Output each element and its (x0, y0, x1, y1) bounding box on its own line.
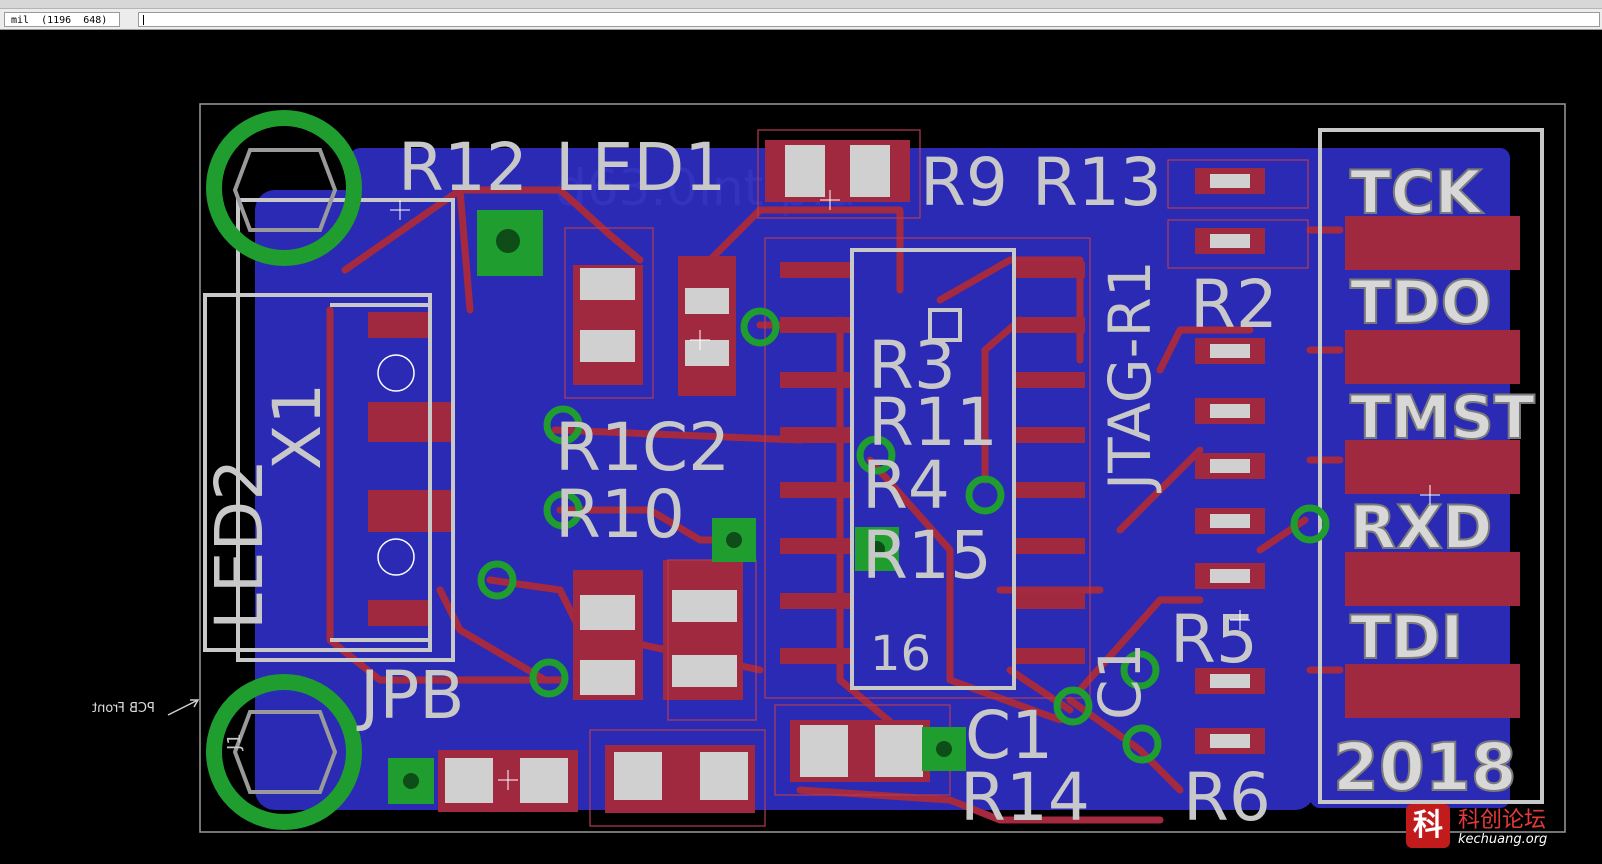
label-r4: R4 (862, 447, 950, 524)
watermark-logo-icon: 科 (1406, 804, 1450, 848)
text-caret (143, 15, 144, 25)
label-r5: R5 (1170, 601, 1258, 678)
label-r13: R13 (1032, 144, 1162, 221)
label-j1: J1 (224, 733, 245, 751)
watermark-chinese: 科创论坛 (1458, 808, 1547, 833)
label-r1: R1 (555, 409, 643, 486)
label-r3: R3 (868, 327, 956, 404)
mounting-holes (206, 110, 362, 830)
year-label: 2018 (1333, 729, 1517, 806)
command-bar: mil (1196 648) (0, 0, 1602, 30)
label-r9: R9 (920, 144, 1008, 221)
label-jtag: JTAG-R1 (1096, 260, 1164, 493)
label-r12: R12 (398, 129, 528, 206)
pin-label-tck: TCK (1350, 158, 1484, 228)
label-c1-vertical: C1 (1086, 643, 1154, 720)
label-x1: X1 (259, 383, 336, 470)
watermark: 科 科创论坛 kechuang.org (1406, 798, 1596, 854)
label-c2: C2 (642, 409, 730, 486)
label-r11: R11 (868, 384, 998, 461)
label-r2: R2 (1190, 266, 1278, 343)
pin-label-tdi: TDI (1350, 603, 1463, 673)
label-led2: LED2 (201, 459, 278, 630)
vias (477, 307, 1330, 764)
watermark-url: kechuang.org (1458, 832, 1548, 847)
pin-label-rxd: RXD (1350, 493, 1492, 563)
label-r15: R15 (862, 517, 992, 594)
label-c1: C1 (965, 697, 1053, 774)
command-bar-top-strip (0, 0, 1602, 9)
label-r14: R14 (960, 759, 1090, 836)
pin-label-tdo: TDO (1350, 268, 1492, 338)
label-r10: R10 (555, 476, 685, 553)
label-r6: R6 (1183, 759, 1271, 836)
pcb-canvas[interactable]: d63.0int pid (0, 30, 1602, 864)
component-silk-bodies (445, 145, 1250, 803)
label-jpb: JPB (356, 657, 465, 734)
board-outline (199, 103, 1566, 833)
pcb-front-label: PCB Front (92, 701, 155, 716)
coordinate-readout: mil (1196 648) (4, 12, 120, 27)
command-input[interactable] (138, 12, 1600, 27)
pin-label-tmst: TMST (1350, 383, 1535, 453)
pcb-layout-drawing[interactable]: d63.0int pid (0, 30, 1602, 864)
label-ic-number: 16 (870, 626, 931, 682)
top-copper-traces (326, 186, 1344, 824)
square-pads (388, 210, 966, 804)
label-led1: LED1 (555, 129, 726, 206)
